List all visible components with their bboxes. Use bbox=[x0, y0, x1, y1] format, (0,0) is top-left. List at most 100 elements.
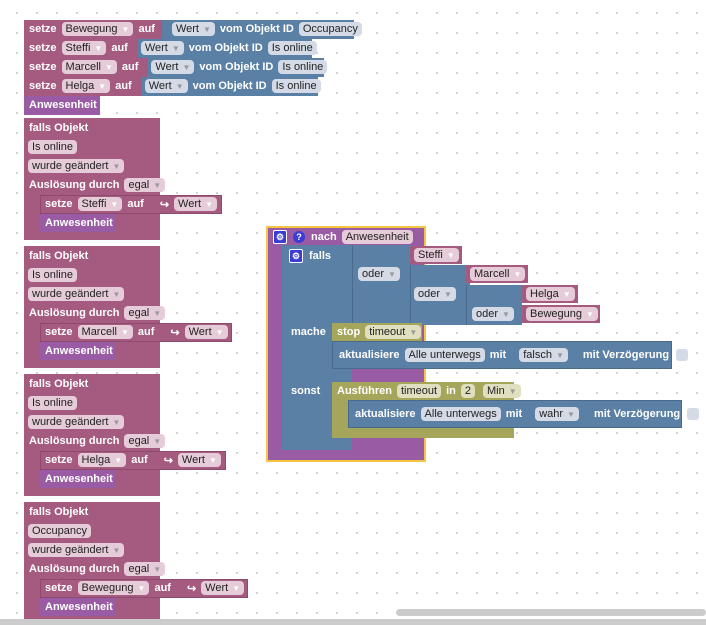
sonst-label: sonst bbox=[291, 385, 321, 397]
exec-label: Ausführen bbox=[337, 385, 392, 397]
trigger-dropdown[interactable]: egal▼ bbox=[124, 434, 166, 448]
trigger-label: Auslösung durch bbox=[29, 435, 120, 447]
value-dropdown[interactable]: Wert▼ bbox=[151, 60, 195, 74]
var-dropdown[interactable]: Helga▼ bbox=[61, 79, 111, 93]
value-dropdown[interactable]: Wert▼ bbox=[201, 581, 245, 595]
auf-label: auf bbox=[111, 42, 128, 54]
value-dropdown[interactable]: Wert▼ bbox=[184, 325, 228, 339]
gear-icon[interactable]: ⚙ bbox=[289, 249, 303, 263]
or-dropdown[interactable]: oder▼ bbox=[472, 307, 514, 321]
timeout-field[interactable]: timeout bbox=[397, 384, 442, 398]
delay-checkbox[interactable] bbox=[687, 408, 700, 420]
var-dropdown[interactable]: Helga▼ bbox=[77, 453, 127, 467]
object-id-field[interactable]: Occupancy bbox=[298, 22, 362, 36]
var-dropdown[interactable]: Bewegung▼ bbox=[77, 581, 150, 595]
auf-label: auf bbox=[127, 198, 144, 210]
gear-icon[interactable]: ⚙ bbox=[273, 230, 287, 244]
value-dropdown[interactable]: Wert▼ bbox=[171, 22, 215, 36]
condition-dropdown[interactable]: wurde geändert▼ bbox=[28, 415, 125, 429]
value-dropdown[interactable]: Wert▼ bbox=[174, 197, 217, 211]
var-dropdown[interactable]: Marcell▼ bbox=[61, 60, 117, 74]
trigger-title: falls Objekt bbox=[29, 506, 89, 518]
trigger-label: Auslösung durch bbox=[29, 563, 120, 575]
object-field[interactable]: Is online bbox=[28, 140, 77, 154]
duration-field[interactable]: 2 bbox=[460, 384, 475, 398]
var-dropdown[interactable]: Bewegung▼ bbox=[526, 307, 598, 321]
trigger-label: Auslösung durch bbox=[29, 179, 120, 191]
vom-label: vom Objekt ID bbox=[188, 42, 263, 54]
call-anwesenheit-block[interactable] bbox=[40, 342, 116, 360]
trigger-dropdown[interactable]: egal▼ bbox=[124, 306, 166, 320]
trigger-title: falls Objekt bbox=[29, 122, 89, 134]
auf-label: auf bbox=[121, 61, 139, 73]
mit-label: mit bbox=[505, 408, 523, 420]
call-anwesenheit-block[interactable] bbox=[40, 470, 116, 488]
setze-label: setze bbox=[29, 23, 57, 35]
var-dropdown[interactable]: Steffi▼ bbox=[77, 197, 123, 211]
or-block-1[interactable] bbox=[352, 245, 412, 325]
var-dropdown[interactable]: Steffi▼ bbox=[61, 41, 107, 55]
falls-label: falls bbox=[309, 250, 332, 262]
stop-label: stop bbox=[337, 326, 361, 338]
auf-label: auf bbox=[115, 80, 132, 92]
horizontal-scrollbar[interactable] bbox=[396, 609, 706, 616]
condition-dropdown[interactable]: wurde geändert▼ bbox=[28, 287, 125, 301]
condition-dropdown[interactable]: wurde geändert▼ bbox=[28, 543, 125, 557]
timeout-dropdown[interactable]: timeout▼ bbox=[365, 325, 422, 339]
object-id-field[interactable]: Is online bbox=[278, 60, 328, 74]
setze-label: setze bbox=[29, 61, 57, 73]
trigger-dropdown[interactable]: egal▼ bbox=[124, 178, 166, 192]
unit-dropdown[interactable]: Min▼ bbox=[482, 384, 521, 398]
object-field[interactable]: Occupancy bbox=[28, 524, 92, 538]
mache-label: mache bbox=[291, 326, 326, 338]
value-dropdown[interactable]: Wert▼ bbox=[144, 79, 188, 93]
setze-label: setze bbox=[29, 80, 57, 92]
vom-label: vom Objekt ID bbox=[219, 23, 294, 35]
value-dropdown[interactable]: Wert▼ bbox=[177, 453, 221, 467]
false-dropdown[interactable]: falsch▼ bbox=[519, 348, 568, 362]
var-dropdown[interactable]: Helga▼ bbox=[526, 287, 575, 301]
call-anwesenheit-block[interactable] bbox=[40, 214, 116, 232]
bottom-border bbox=[0, 619, 706, 625]
update-label: aktualisiere bbox=[339, 349, 400, 361]
call-anwesenheit-block[interactable] bbox=[40, 598, 116, 616]
var-dropdown[interactable]: Bewegung▼ bbox=[61, 22, 134, 36]
call-label: Anwesenheit bbox=[45, 345, 113, 357]
object-field[interactable]: Is online bbox=[28, 396, 77, 410]
setze-label: setze bbox=[45, 326, 73, 338]
return-arrow-icon: ↪ bbox=[159, 198, 170, 211]
trigger-title: falls Objekt bbox=[29, 378, 89, 390]
var-dropdown[interactable]: Marcell▼ bbox=[470, 267, 526, 281]
var-dropdown[interactable]: Steffi▼ bbox=[414, 248, 459, 262]
trigger-title: falls Objekt bbox=[29, 250, 89, 262]
trigger-dropdown[interactable]: egal▼ bbox=[124, 562, 166, 576]
delay-label: mit Verzögerung bbox=[582, 349, 670, 361]
condition-dropdown[interactable]: wurde geändert▼ bbox=[28, 159, 125, 173]
call-label: Anwesenheit bbox=[45, 601, 113, 613]
nach-label: nach bbox=[311, 231, 337, 243]
setze-label: setze bbox=[45, 454, 73, 466]
auf-label: auf bbox=[137, 326, 155, 338]
help-icon[interactable]: ? bbox=[293, 231, 305, 243]
var-dropdown[interactable]: Marcell▼ bbox=[77, 325, 133, 339]
auf-label: auf bbox=[131, 454, 148, 466]
return-arrow-icon: ↪ bbox=[186, 582, 197, 595]
object-id-field[interactable]: Is online bbox=[267, 41, 317, 55]
or-dropdown[interactable]: oder▼ bbox=[414, 287, 456, 301]
or-dropdown[interactable]: oder▼ bbox=[358, 267, 400, 281]
update-true-block[interactable] bbox=[348, 400, 682, 428]
call-label: Anwesenheit bbox=[45, 217, 113, 229]
object-id-field[interactable]: Is online bbox=[271, 79, 321, 93]
call-anwesenheit-block[interactable] bbox=[24, 96, 100, 115]
function-name-field[interactable]: Anwesenheit bbox=[341, 230, 413, 244]
trigger-label: Auslösung durch bbox=[29, 307, 120, 319]
value-dropdown[interactable]: Wert▼ bbox=[140, 41, 184, 55]
true-dropdown[interactable]: wahr▼ bbox=[535, 407, 579, 421]
update-false-block[interactable] bbox=[332, 341, 672, 369]
update-label: aktualisiere bbox=[355, 408, 416, 420]
return-arrow-icon: ↪ bbox=[163, 454, 173, 467]
delay-checkbox[interactable] bbox=[676, 349, 689, 361]
target-field[interactable]: Alle unterwegs bbox=[420, 407, 501, 421]
target-field[interactable]: Alle unterwegs bbox=[404, 348, 485, 362]
object-field[interactable]: Is online bbox=[28, 268, 77, 282]
